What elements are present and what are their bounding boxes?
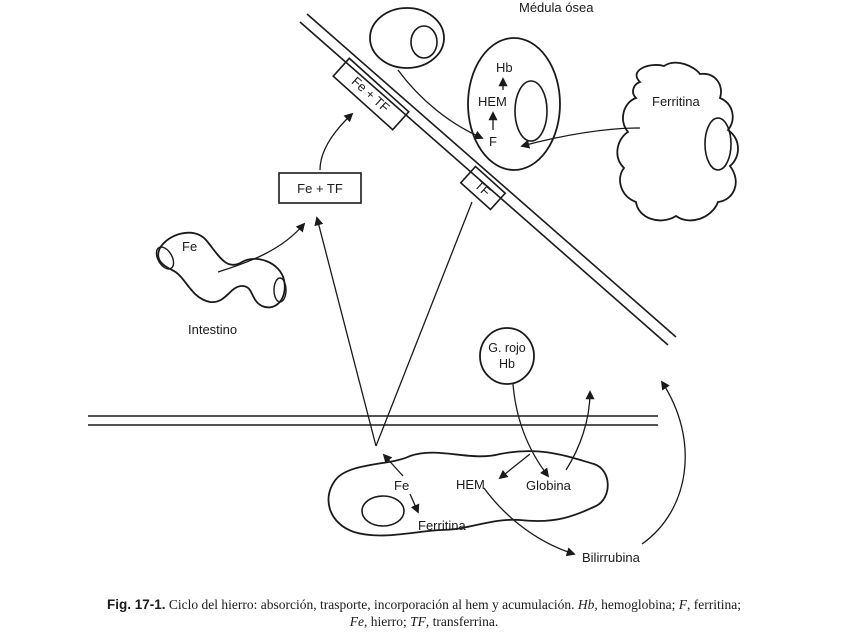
fe-intestine-label: Fe — [182, 239, 197, 254]
def-fe: , hierro; — [364, 614, 407, 629]
transport-v-lines — [314, 201, 473, 447]
g-rojo-label: G. rojo — [488, 341, 526, 355]
diagonal-vessel — [299, 13, 677, 346]
def-hb: , hemoglobina; — [594, 597, 676, 612]
def-f: , ferritina; — [687, 597, 741, 612]
bilirrubina-label: Bilirrubina — [582, 550, 641, 565]
abbr-fe: Fe — [349, 614, 364, 629]
abbr-hb: Hb — [577, 597, 595, 612]
ferritina-cell-label: Ferritina — [652, 94, 700, 109]
caption-text: Ciclo del hierro: absorción, trasporte, … — [168, 597, 575, 612]
globina-label: Globina — [526, 478, 572, 493]
tf-diagonal-box: TF — [459, 165, 507, 211]
horizontal-vessel — [88, 415, 658, 426]
figure-number: Fig. 17-1. — [107, 597, 166, 612]
hem-to-bilirrubina-arrow — [483, 487, 576, 557]
fe-bottom-label: Fe — [394, 478, 409, 493]
ferritina-bottom-label: Ferritina — [418, 518, 466, 533]
marrow-erythroblast-cell — [467, 37, 561, 171]
return-to-marrow-arrow — [641, 380, 686, 545]
hb-rbc-label: Hb — [499, 357, 515, 371]
rbc-to-globina-arrow — [512, 383, 550, 478]
intestine-shape — [155, 231, 287, 309]
medula-osea-label: Médula ósea — [519, 0, 594, 15]
hem-top-label: HEM — [478, 94, 507, 109]
macrophage-cell — [327, 450, 609, 537]
transferrin-delivery-arrow — [397, 69, 484, 140]
red-blood-cell — [479, 327, 535, 385]
figure-caption: Fig. 17-1. Ciclo del hierro: absorción, … — [0, 596, 848, 630]
box-to-vessel-arrow — [319, 112, 354, 171]
hb-top-label: Hb — [496, 60, 513, 75]
fe-tf-box-label: Fe + TF — [297, 181, 343, 196]
ferritin-storage-cell — [616, 61, 739, 222]
hem-bottom-label: HEM — [456, 477, 485, 492]
marrow-small-cell — [369, 7, 445, 69]
absorption-arrow — [217, 222, 306, 273]
to-hem-arrow — [498, 453, 531, 480]
fe-tf-box: Fe + TF — [278, 172, 362, 204]
globina-up-arrow — [565, 390, 595, 471]
def-tf: , transferrina. — [425, 614, 499, 629]
intestino-label: Intestino — [188, 322, 237, 337]
ferritin-to-f-arrow — [520, 127, 641, 149]
abbr-tf: TF — [410, 614, 426, 629]
f-top-label: F — [489, 134, 497, 149]
fe-to-ferritina-arrow — [409, 493, 420, 514]
fe-up-arrow — [382, 453, 404, 477]
abbr-f: F — [678, 597, 688, 612]
